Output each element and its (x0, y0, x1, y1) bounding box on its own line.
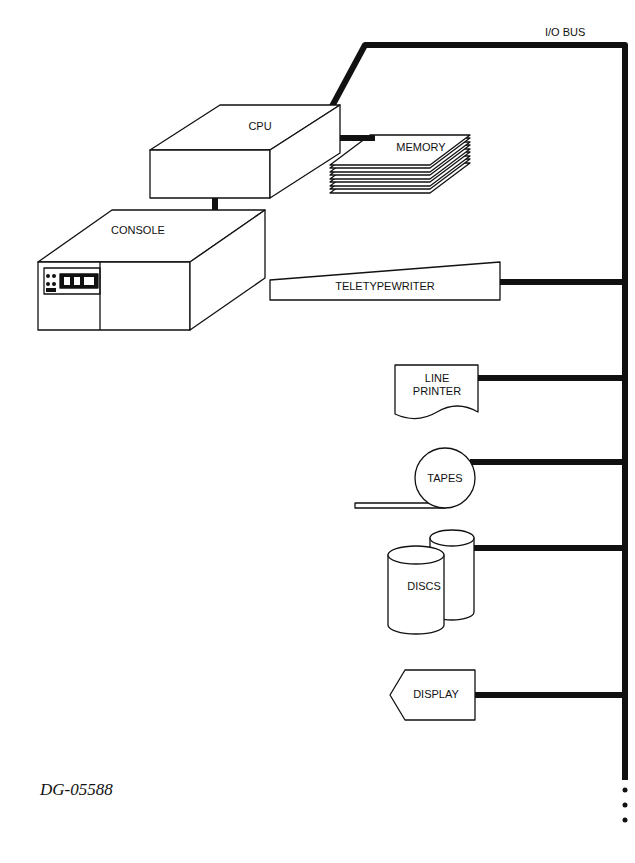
node-label: DISCS (396, 580, 452, 593)
node-label: CONSOLE (88, 224, 188, 237)
console-box (38, 210, 265, 330)
disc-drives (388, 530, 474, 634)
disc-drive: DISCS (388, 528, 475, 632)
cpu-box (150, 105, 340, 198)
console-box: CONSOLE (38, 210, 265, 330)
display-shape (390, 670, 475, 720)
node-label: TAPES (420, 472, 470, 485)
memory-stack: MEMORY (375, 130, 470, 200)
memory-stack (330, 135, 470, 193)
teletypewriter-shape (270, 262, 500, 300)
tape-drive: TAPES (415, 448, 475, 508)
node-label: DISPLAY (404, 688, 468, 701)
bus-label: I/O BUS (545, 26, 585, 38)
node-label: CPU (220, 120, 300, 133)
display-terminal: DISPLAY (390, 670, 475, 720)
bus-tap (470, 282, 625, 695)
figure-number: DG-05588 (40, 780, 113, 800)
line-printer: LINE PRINTER (395, 360, 478, 422)
cpu-box: CPU (150, 100, 340, 198)
tape-reel (355, 448, 475, 508)
node-label: MEMORY (385, 141, 457, 154)
line-printer-shape (395, 365, 478, 419)
bus-connector (340, 138, 375, 139)
io-bus (330, 45, 625, 780)
teletypewriter: TELETYPEWRITER (270, 262, 500, 300)
node-label: TELETYPEWRITER (310, 280, 460, 293)
node-label: LINE PRINTER (407, 372, 467, 398)
bus-connector (215, 198, 216, 210)
bus-continuation-dot (623, 803, 628, 808)
bus-continuation-dot (623, 788, 628, 793)
bus-continuation-dot (623, 818, 628, 823)
